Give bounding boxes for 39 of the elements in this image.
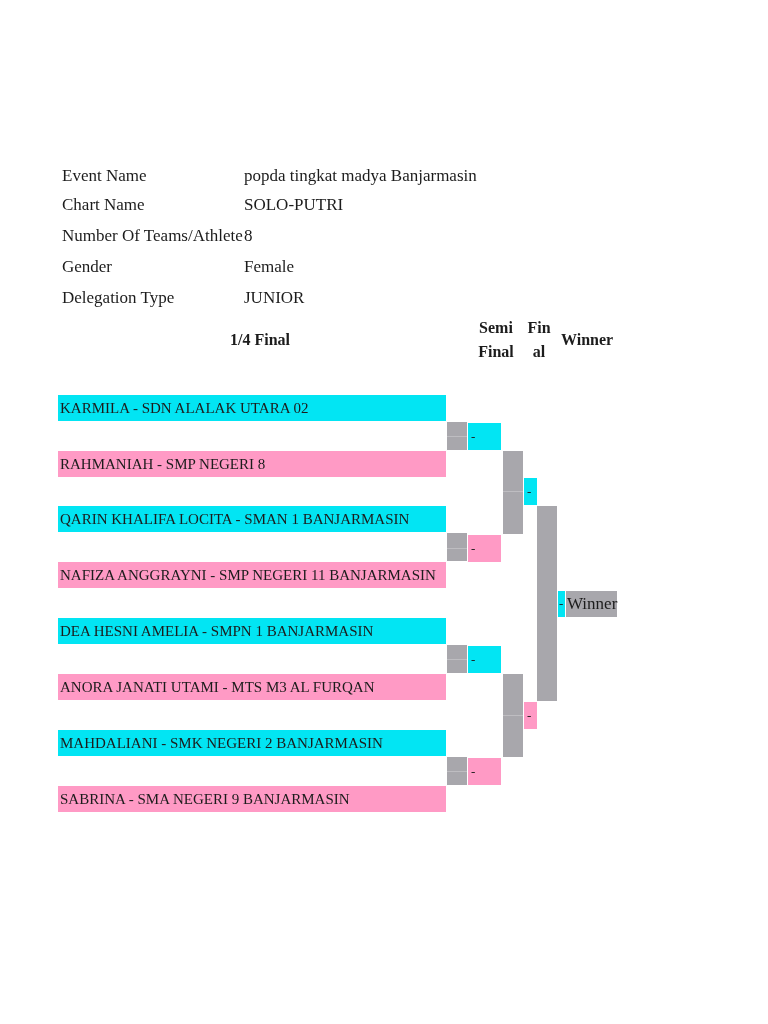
competitor-bar: MAHDALIANI - SMK NEGERI 2 BANJARMASIN bbox=[58, 730, 446, 756]
bracket-connector bbox=[537, 506, 557, 604]
field-label: Number Of Teams/Athlete bbox=[62, 225, 243, 247]
bracket-connector bbox=[503, 451, 523, 492]
result-slot: - bbox=[524, 702, 537, 729]
competitor-bar: SABRINA - SMA NEGERI 9 BANJARMASIN bbox=[58, 786, 446, 812]
field-label: Delegation Type bbox=[62, 287, 175, 309]
bracket-connector bbox=[537, 604, 557, 701]
field-value: JUNIOR bbox=[244, 287, 305, 309]
bracket-connector bbox=[503, 715, 523, 757]
field-label: Event Name bbox=[62, 165, 147, 187]
bracket-connector bbox=[503, 674, 523, 716]
bracket-connector bbox=[503, 491, 523, 534]
field-value: SOLO-PUTRI bbox=[244, 194, 344, 216]
bracket-connector bbox=[447, 645, 467, 660]
field-value: popda tingkat madya Banjarmasin bbox=[244, 165, 477, 187]
result-slot: - bbox=[468, 535, 501, 562]
competitor-bar: RAHMANIAH - SMP NEGERI 8 bbox=[58, 451, 446, 477]
round-heading: Winner bbox=[561, 330, 614, 350]
result-slot: - bbox=[558, 591, 565, 617]
result-slot: - bbox=[468, 423, 501, 450]
field-value: Female bbox=[244, 256, 295, 278]
bracket-connector bbox=[447, 422, 467, 437]
field-label: Gender bbox=[62, 256, 113, 278]
field-label: Chart Name bbox=[62, 194, 145, 216]
competitor-bar: NAFIZA ANGGRAYNI - SMP NEGERI 11 BANJARMASIN bbox=[58, 562, 446, 588]
result-slot: - bbox=[524, 478, 537, 505]
round-heading: Semi Final bbox=[477, 318, 515, 362]
competitor-bar: ANORA JANATI UTAMI - MTS M3 AL FURQAN bbox=[58, 674, 446, 700]
result-slot: - bbox=[468, 758, 501, 785]
round-heading: 1/4 Final bbox=[230, 330, 290, 350]
result-slot: - bbox=[468, 646, 501, 673]
competitor-bar: QARIN KHALIFA LOCITA - SMAN 1 BANJARMASIN bbox=[58, 506, 446, 532]
competitor-bar: DEA HESNI AMELIA - SMPN 1 BANJARMASIN bbox=[58, 618, 446, 644]
field-value: 8 bbox=[244, 225, 253, 247]
bracket-connector bbox=[447, 533, 467, 549]
bracket-connector bbox=[447, 757, 467, 772]
round-heading: Final bbox=[526, 318, 552, 362]
competitor-bar: KARMILA - SDN ALALAK UTARA 02 bbox=[58, 395, 446, 421]
